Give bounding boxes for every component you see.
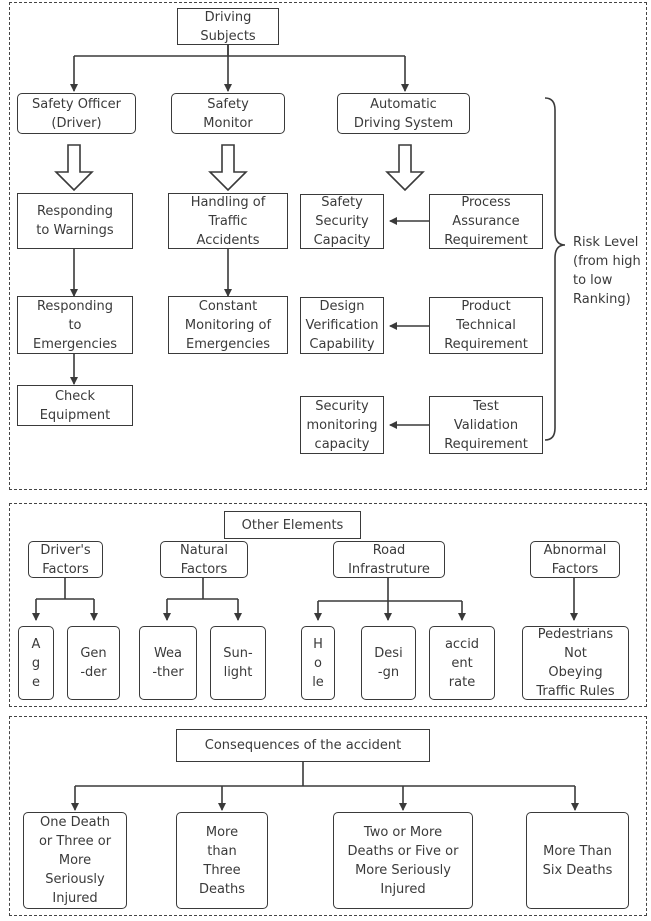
node-road-infrastructure: Road Infrastruture	[333, 541, 445, 578]
node-constant-monitoring: Constant Monitoring of Emergencies	[168, 296, 288, 354]
connector-road-infrastructure	[318, 578, 462, 602]
connector-consequences	[75, 762, 575, 787]
node-responding-to-emergencies: Responding to Emergencies	[17, 296, 133, 354]
node-consequence-two-or-more-deaths: Two or More Deaths or Five or More Serio…	[333, 812, 473, 909]
block-arrow-safety-monitor	[208, 144, 248, 192]
node-safety-officer: Safety Officer (Driver)	[17, 93, 136, 134]
node-design: Desi -gn	[361, 626, 416, 700]
node-consequence-more-than-six-deaths: More Than Six Deaths	[526, 812, 629, 909]
node-weather: Wea -ther	[139, 626, 197, 700]
block-arrow-safety-officer	[54, 144, 94, 192]
node-consequence-more-than-three-deaths: More than Three Deaths	[176, 812, 268, 909]
node-responding-to-warnings: Responding to Warnings	[17, 193, 133, 249]
node-gender: Gen -der	[67, 626, 120, 700]
node-automatic-driving-system: Automatic Driving System	[337, 93, 470, 134]
connector-drivers-factors	[36, 578, 94, 600]
node-test-validation-requirement: Test Validation Requirement	[429, 396, 543, 454]
node-drivers-factors: Driver's Factors	[28, 541, 103, 578]
connector-natural-factors	[167, 578, 238, 600]
section-consequences	[9, 716, 647, 916]
node-check-equipment: Check Equipment	[17, 385, 133, 426]
node-security-monitoring-capacity: Security monitoring capacity	[300, 396, 384, 454]
node-product-technical-requirement: Product Technical Requirement	[429, 297, 543, 354]
node-natural-factors: Natural Factors	[160, 541, 248, 578]
section-other-elements	[9, 503, 647, 707]
section-driving-subjects	[9, 2, 647, 490]
node-consequences-title: Consequences of the accident	[176, 729, 430, 762]
node-other-elements-title: Other Elements	[224, 511, 361, 539]
node-hole: H o le	[301, 626, 335, 700]
risk-level-label: Risk Level (from high to low Ranking)	[573, 235, 641, 307]
node-age: A g e	[18, 626, 54, 700]
node-process-assurance-requirement: Process Assurance Requirement	[429, 194, 543, 249]
node-accident-rate: accid ent rate	[429, 626, 495, 700]
node-pedestrians-not-obeying: Pedestrians Not Obeying Traffic Rules	[522, 626, 629, 700]
block-arrow-automatic-driving	[385, 144, 425, 192]
node-design-verification-capability: Design Verification Capability	[300, 297, 384, 354]
node-safety-monitor: Safety Monitor	[171, 93, 285, 134]
node-consequence-one-death: One Death or Three or More Seriously Inj…	[23, 812, 127, 909]
risk-level-brace	[544, 97, 566, 441]
node-handling-traffic-accidents: Handling of Traffic Accidents	[168, 193, 288, 249]
node-abnormal-factors: Abnormal Factors	[530, 541, 620, 578]
node-safety-security-capacity: Safety Security Capacity	[300, 194, 384, 249]
node-driving-subjects: Driving Subjects	[177, 8, 279, 45]
node-sunlight: Sun- light	[210, 626, 266, 700]
